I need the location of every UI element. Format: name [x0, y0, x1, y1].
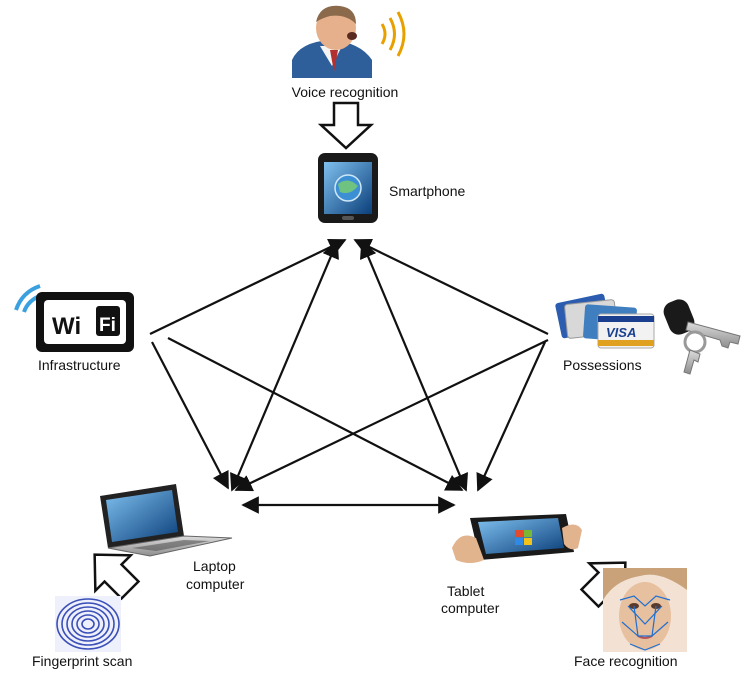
svg-text:VISA: VISA [606, 325, 636, 340]
fingerprint-icon [55, 596, 121, 652]
arrow-possessions-to-tablet [476, 341, 547, 492]
arrow-smartphone-laptop [230, 240, 339, 492]
svg-text:Wi: Wi [52, 313, 81, 340]
voice-to-smartphone-block-arrow [317, 101, 375, 150]
arrow-possessions-to-smartphone [353, 239, 549, 335]
laptop-label-line1: Laptop [193, 558, 236, 574]
smartphone-icon [318, 153, 378, 223]
fingerprint-scan-label: Fingerprint scan [32, 653, 133, 669]
connection-arrows [149, 238, 549, 514]
arrow-possessions-to-laptop [234, 339, 549, 492]
wifi-icon: Wi Fi [14, 284, 134, 352]
voice-speaker-icon [292, 5, 406, 78]
arrow-infrastructure-to-laptop [151, 341, 229, 490]
arrow-infrastructure-to-smartphone [149, 238, 347, 335]
possessions-label: Possessions [563, 357, 642, 373]
smartphone-label: Smartphone [389, 183, 466, 199]
svg-text:Fi: Fi [99, 315, 116, 336]
infrastructure-label: Infrastructure [38, 357, 121, 373]
voice-recognition-label: Voice recognition [291, 84, 399, 100]
face-recognition-label: Face recognition [574, 653, 678, 669]
fingerprint-to-laptop-block-arrow [93, 553, 141, 601]
arrow-smartphone-tablet [360, 240, 468, 492]
tablet-label-line2: computer [441, 600, 500, 616]
face-recognition-icon [603, 568, 687, 652]
tablet-icon [452, 514, 582, 563]
tablet-label-line1: Tablet [447, 583, 485, 599]
arrow-infrastructure-to-tablet [167, 337, 464, 491]
laptop-label-line2: computer [186, 576, 245, 592]
cards-and-key-icon: VISA [555, 293, 741, 375]
laptop-icon [100, 484, 233, 557]
